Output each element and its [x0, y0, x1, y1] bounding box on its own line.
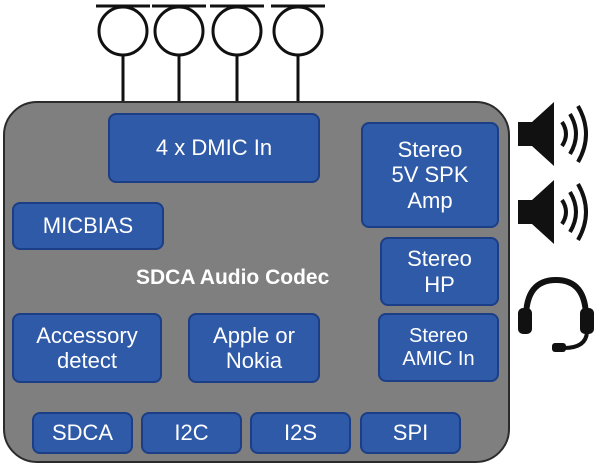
micbias-block: MICBIAS [12, 202, 164, 250]
interface-i2s: I2S [250, 412, 351, 454]
codec-label: SDCA Audio Codec [136, 266, 330, 289]
analog-mic-block: Stereo AMIC In [378, 313, 499, 382]
apple-nokia-block: Apple or Nokia [188, 313, 320, 383]
interface-i2c: I2C [141, 412, 242, 454]
speaker-icon [518, 180, 588, 244]
interface-sdca: SDCA [32, 412, 133, 454]
headphone-block: Stereo HP [380, 237, 499, 306]
microphone-icon [271, 4, 325, 113]
speaker-amp-block: Stereo 5V SPK Amp [361, 122, 499, 228]
speaker-icon [518, 102, 588, 166]
accessory-detect-block: Accessory detect [12, 313, 162, 383]
headset-icon [518, 276, 594, 352]
microphone-icon [152, 4, 206, 113]
microphone-icon [210, 4, 264, 113]
interface-spi: SPI [360, 412, 461, 454]
microphone-icon [96, 4, 150, 113]
dmic-block: 4 x DMIC In [108, 113, 320, 183]
